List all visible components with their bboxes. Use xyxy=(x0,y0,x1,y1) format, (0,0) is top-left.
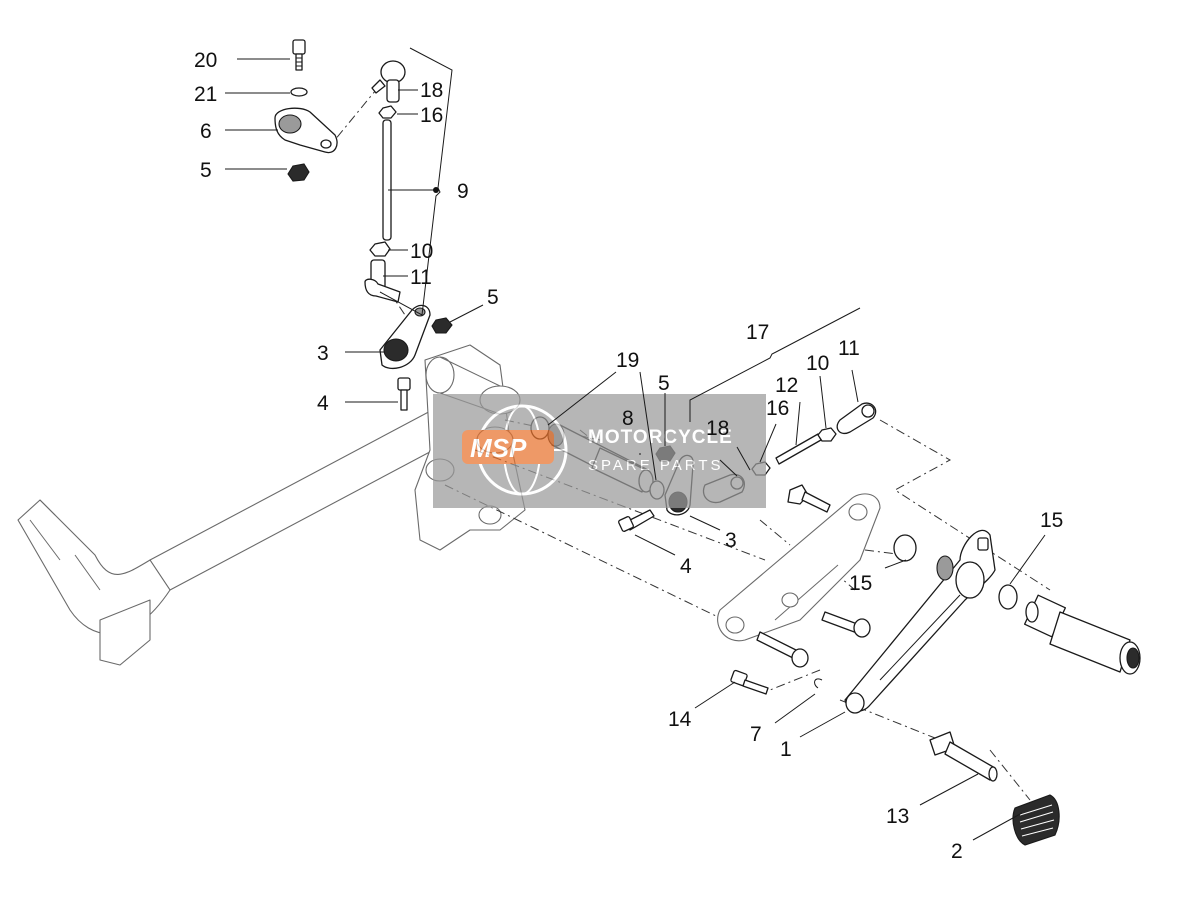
callout-5-top: 5 xyxy=(200,159,212,182)
plate-bolt-top xyxy=(787,484,831,513)
callout-11-top: 11 xyxy=(410,266,432,289)
callout-15-right: 15 xyxy=(1040,509,1063,532)
watermark-logo-badge xyxy=(462,430,554,464)
bolt-4-lower xyxy=(618,509,655,532)
rod-12 xyxy=(775,433,822,465)
nut-16-top xyxy=(378,105,397,119)
callout-5-shaft: 5 xyxy=(658,372,670,395)
foot-peg xyxy=(1023,594,1141,675)
callout-10-top: 10 xyxy=(410,240,433,263)
clip-7 xyxy=(814,678,823,689)
nut-10-shaft xyxy=(817,427,837,442)
callout-15-left: 15 xyxy=(849,572,872,595)
callout-14: 14 xyxy=(668,708,692,731)
callout-21: 21 xyxy=(194,83,217,106)
circlip-15-left xyxy=(893,534,917,562)
footrest-plate xyxy=(717,484,881,668)
pivot-pin-13 xyxy=(929,731,998,782)
ball-joint-11-shaft xyxy=(836,402,877,435)
callout-9: 9 xyxy=(457,180,469,203)
ball-joint-18-top xyxy=(371,60,406,103)
bolt-4-upper xyxy=(397,377,411,411)
gear-lever-1 xyxy=(844,529,996,714)
callout-8: 8 xyxy=(622,407,634,430)
bracket-9 xyxy=(379,47,453,316)
callout-labels: 20 21 6 5 18 16 9 10 11 5 3 4 17 19 5 8 … xyxy=(194,49,1063,863)
watermark-line2: SPARE PARTS xyxy=(588,457,724,474)
callout-13: 13 xyxy=(886,805,909,828)
callout-4-upper: 4 xyxy=(317,392,329,415)
nut-10-top xyxy=(369,241,391,257)
upper-linkage xyxy=(274,39,406,303)
callout-3-lower: 3 xyxy=(725,529,737,552)
shift-arm-3-upper xyxy=(379,304,453,411)
callout-1: 1 xyxy=(780,738,792,761)
watermark-line1: MOTORCYCLE xyxy=(588,427,733,448)
callout-12: 12 xyxy=(775,374,798,397)
bolt-20 xyxy=(292,39,306,71)
callout-6: 6 xyxy=(200,120,212,143)
circlip-15-right xyxy=(998,584,1018,610)
callout-17: 17 xyxy=(746,321,769,344)
watermark: MSP MOTORCYCLE SPARE PARTS xyxy=(433,394,766,508)
callout-20: 20 xyxy=(194,49,217,72)
clamp-lever-6 xyxy=(274,107,338,154)
rubber-grip-2 xyxy=(1012,794,1060,846)
callout-11-shaft: 11 xyxy=(838,337,860,360)
ball-joint-11-top xyxy=(364,259,401,303)
plate-bolt-mid xyxy=(821,611,871,638)
callout-2: 2 xyxy=(951,840,963,863)
callout-7: 7 xyxy=(750,723,762,746)
watermark-logo: MSP xyxy=(470,433,527,463)
callout-18-top: 18 xyxy=(420,79,443,102)
callout-18-shaft: 18 xyxy=(706,417,729,440)
nut-5-mid xyxy=(431,317,453,334)
leader-lines xyxy=(225,58,1046,841)
bolt-14 xyxy=(730,669,769,695)
callout-19: 19 xyxy=(616,349,639,372)
plate-bolt-low xyxy=(756,631,809,668)
callout-5-mid: 5 xyxy=(487,286,499,309)
callout-16-top: 16 xyxy=(420,104,443,127)
callout-16-shaft: 16 xyxy=(766,397,789,420)
callout-3-upper: 3 xyxy=(317,342,329,365)
nut-5-top xyxy=(287,163,310,182)
callout-4-lower: 4 xyxy=(680,555,692,578)
washer-21 xyxy=(290,87,308,97)
rod-9 xyxy=(382,119,392,241)
callout-10-shaft: 10 xyxy=(806,352,829,375)
